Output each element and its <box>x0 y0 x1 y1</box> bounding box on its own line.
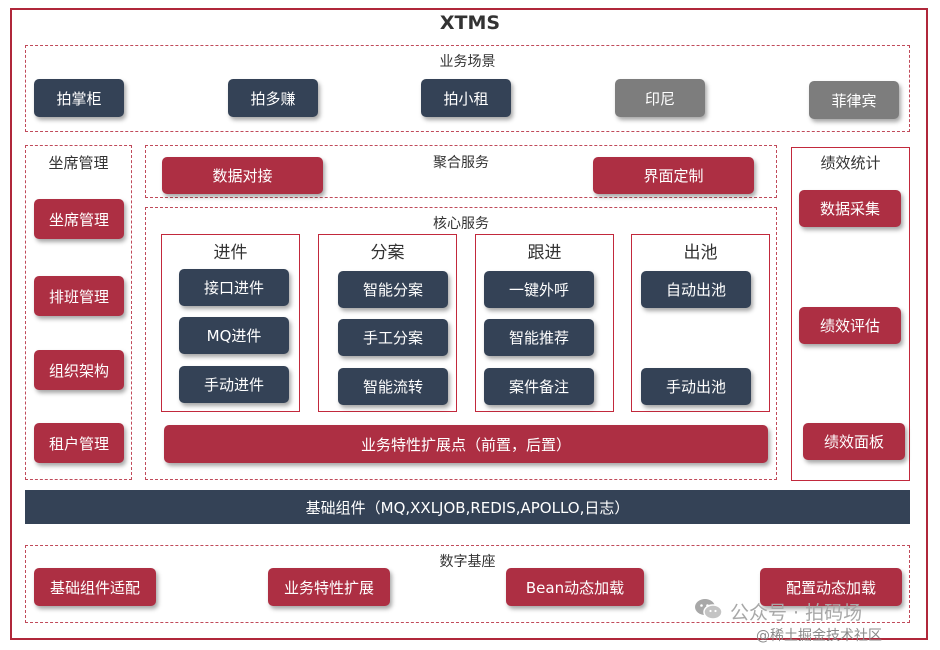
core-column-followup <box>475 234 614 412</box>
seat-management-title: 坐席管理 <box>48 154 109 172</box>
exit-item-auto: 自动出池 <box>641 271 751 308</box>
core-column-exit <box>631 234 770 412</box>
business-scenario-box <box>25 45 910 132</box>
intake-item-manual: 手动进件 <box>179 366 289 403</box>
business-item-paizhanggui: 拍掌柜 <box>34 79 124 117</box>
exit-item-manual: 手动出池 <box>641 368 751 405</box>
core-column-assignment <box>318 234 457 412</box>
core-column-intake-title: 进件 <box>213 243 248 263</box>
assignment-item-smart: 智能分案 <box>338 271 448 308</box>
wechat-icon <box>695 599 723 620</box>
digital-item-component-adapter: 基础组件适配 <box>34 568 156 606</box>
watermark-account: 公众号 · 拍码场 <box>730 602 863 624</box>
core-column-assignment-title: 分案 <box>370 243 405 263</box>
business-scenario-title: 业务场景 <box>439 54 496 70</box>
business-item-paiduozhuan: 拍多赚 <box>228 79 318 117</box>
aggregate-item-data-integration: 数据对接 <box>162 157 323 194</box>
seat-management-box <box>25 145 132 480</box>
digital-item-bean-dynamic-loading: Bean动态加载 <box>506 568 644 606</box>
intake-item-mq: MQ进件 <box>179 317 289 354</box>
followup-item-one-click-call: 一键外呼 <box>484 271 594 308</box>
core-service-box <box>145 207 777 480</box>
aggregate-service-title: 聚合服务 <box>433 155 489 171</box>
seat-item-seat-management: 坐席管理 <box>34 199 124 239</box>
digital-item-config-dynamic-loading: 配置动态加载 <box>760 568 902 606</box>
seat-item-tenant: 租户管理 <box>34 423 124 463</box>
watermark-community: @稀土掘金技术社区 <box>756 628 882 644</box>
aggregate-item-ui-customization: 界面定制 <box>593 157 754 194</box>
diagram-title: XTMS <box>439 12 501 34</box>
performance-item-evaluation: 绩效评估 <box>799 307 901 344</box>
intake-item-api: 接口进件 <box>179 269 289 306</box>
base-components-bar: 基础组件（MQ,XXLJOB,REDIS,APOLLO,日志） <box>25 490 910 524</box>
business-extension-point-bar: 业务特性扩展点（前置，后置） <box>164 425 768 463</box>
watermark: 公众号 · 拍码场 @稀土掘金技术社区 <box>690 592 930 644</box>
core-column-exit-title: 出池 <box>683 243 718 263</box>
seat-item-scheduling: 排班管理 <box>34 276 124 316</box>
assignment-item-manual: 手工分案 <box>338 319 448 356</box>
aggregate-service-box <box>145 145 777 198</box>
performance-item-dashboard: 绩效面板 <box>803 423 905 460</box>
digital-item-feature-extension: 业务特性扩展 <box>268 568 390 606</box>
core-column-followup-title: 跟进 <box>527 243 562 263</box>
core-column-intake <box>161 234 300 412</box>
digital-foundation-title: 数字基座 <box>439 554 496 570</box>
assignment-item-smart-transfer: 智能流转 <box>338 368 448 405</box>
outer-frame <box>10 8 928 640</box>
core-service-title: 核心服务 <box>433 216 489 232</box>
seat-item-organization: 组织架构 <box>34 350 124 390</box>
performance-item-data-collection: 数据采集 <box>799 190 901 227</box>
performance-box <box>791 147 910 481</box>
digital-foundation-box <box>25 545 910 623</box>
business-item-paixiaozu: 拍小租 <box>421 79 511 117</box>
followup-item-case-notes: 案件备注 <box>484 368 594 405</box>
business-item-indonesia: 印尼 <box>615 79 705 117</box>
performance-title: 绩效统计 <box>820 154 881 172</box>
business-item-philippines: 菲律宾 <box>809 81 899 119</box>
followup-item-smart-recommend: 智能推荐 <box>484 319 594 356</box>
